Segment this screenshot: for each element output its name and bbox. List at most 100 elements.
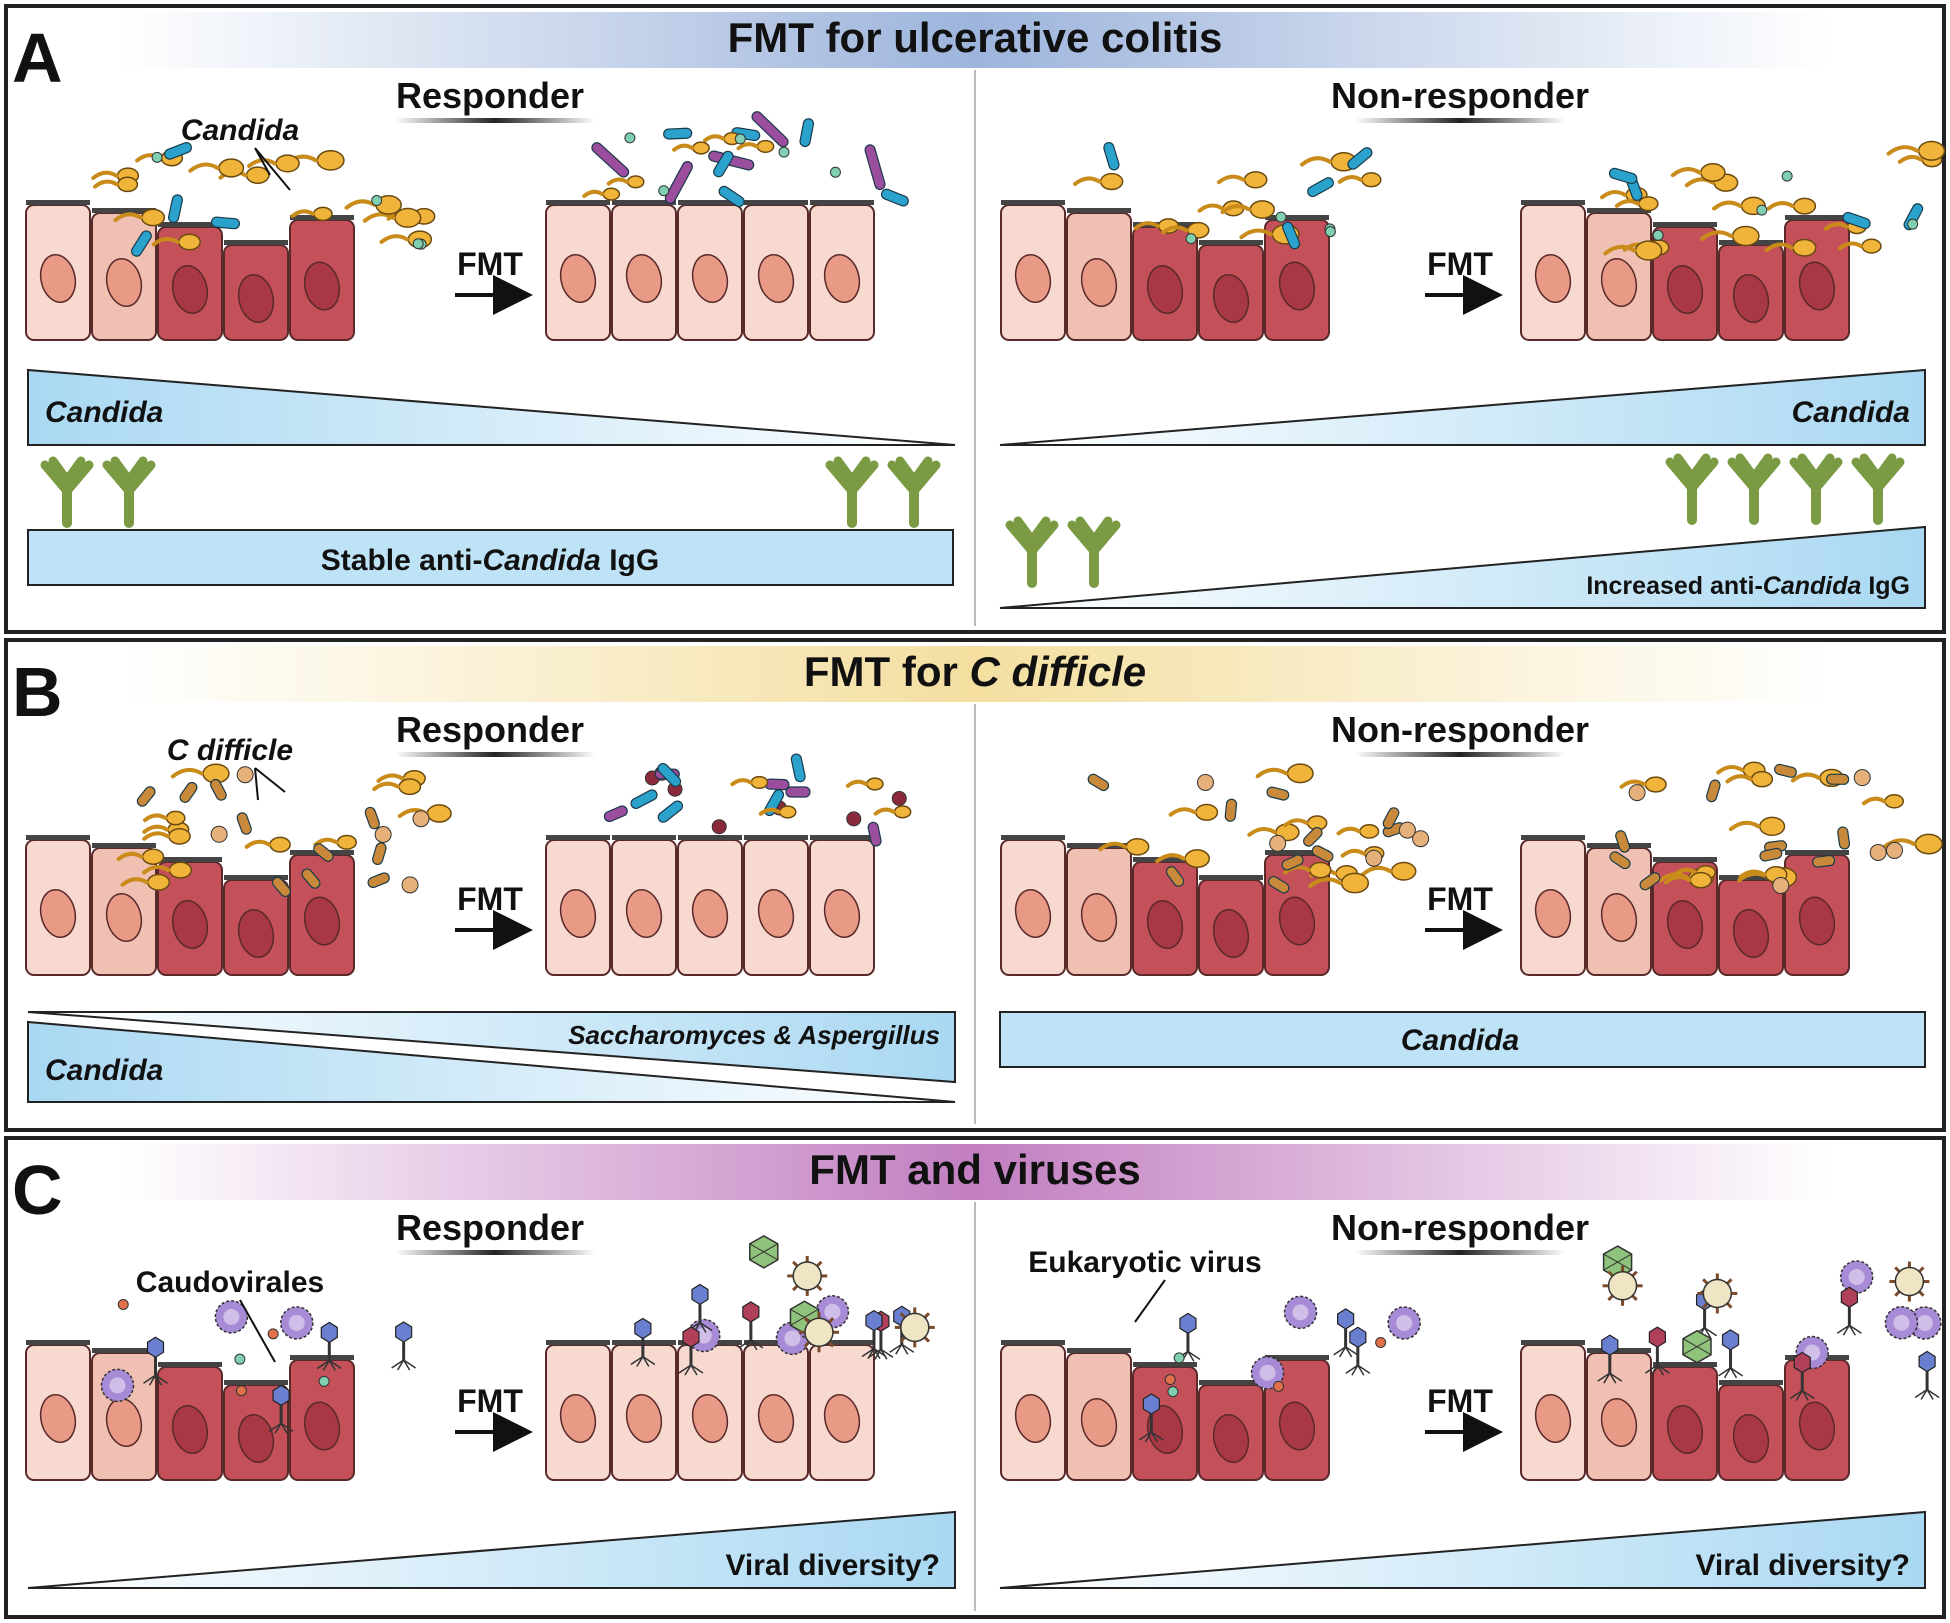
- bacterium: [1774, 763, 1797, 778]
- cell-nucleus: [823, 254, 861, 303]
- cell-nucleus: [303, 261, 341, 311]
- metabolite-dot: [1412, 830, 1430, 848]
- metabolite-dot: [234, 1353, 246, 1365]
- candida-cell: [866, 777, 884, 791]
- cell-nucleus: [1666, 1405, 1704, 1454]
- virus-icon: [214, 1300, 249, 1334]
- brush-border: [1653, 857, 1717, 862]
- panel-a-right-candida-cluster-post: [1600, 140, 1946, 261]
- candida-cell: [269, 836, 291, 853]
- panel-b-right-candida-bar: [999, 1011, 1926, 1068]
- panel-c-right-viral-diversity-label: Viral diversity?: [1695, 1549, 1910, 1582]
- panel-a-left-antibodies-pre: [40, 456, 156, 528]
- candida-hypha: [1716, 765, 1745, 775]
- candida-hypha: [1161, 225, 1189, 235]
- panel-b-left-fmt-label: FMT: [457, 881, 523, 917]
- phage-icon: [1718, 1329, 1743, 1379]
- candida-hypha: [1239, 228, 1273, 240]
- candida-cell: [313, 206, 333, 222]
- candida-hypha: [142, 824, 170, 834]
- antibody-icon: [40, 456, 94, 528]
- brush-border: [1067, 843, 1131, 848]
- cell-nucleus: [823, 889, 861, 938]
- candida-cell: [1750, 770, 1774, 788]
- candida-cell: [1340, 872, 1370, 894]
- candida-hypha: [1197, 203, 1225, 213]
- metabolite-dot: [371, 195, 383, 207]
- bacterium: [236, 812, 252, 835]
- panel-b-letter: B: [12, 653, 63, 731]
- virus-icon: [1682, 1329, 1712, 1364]
- panel-c-right-viral-diversity-wedge: [999, 1510, 1926, 1589]
- panel-b-left-candida-label: Candida: [45, 1054, 163, 1087]
- bacterium: [751, 111, 789, 148]
- candida-hypha: [758, 807, 781, 816]
- brush-border: [1199, 240, 1263, 245]
- panel-b-right-cdiff-cluster-post: [1609, 761, 1943, 894]
- bacterium: [1103, 142, 1120, 171]
- cell-nucleus: [171, 1405, 209, 1454]
- candida-cell: [426, 804, 452, 823]
- candida-hypha: [1168, 807, 1197, 817]
- panel-c-caudovirales-pointer: [239, 1299, 276, 1363]
- cell-nucleus: [1534, 1394, 1572, 1443]
- candida-cell: [168, 827, 191, 845]
- metabolite-dot: [401, 876, 419, 894]
- candida-cell: [1861, 238, 1882, 254]
- cell-nucleus: [237, 909, 275, 958]
- candida-cell: [756, 139, 775, 154]
- candida-hypha: [1220, 204, 1252, 215]
- phage-icon: [1597, 1334, 1623, 1384]
- candida-cell: [1914, 833, 1943, 855]
- candida-cell: [1286, 763, 1314, 784]
- panel-a-candida-label: Candida: [181, 114, 299, 147]
- candida-cell: [893, 805, 912, 819]
- virus-icon: [280, 1306, 314, 1340]
- panel-c: C FMT and viruses Responder Non-responde…: [4, 1136, 1946, 1619]
- panel-b-right-candida-label: Candida: [1401, 1024, 1519, 1057]
- cell-nucleus: [757, 889, 795, 938]
- candida-hypha: [730, 778, 753, 787]
- panel-a-increased-igg-label: Increased anti-Candida IgG: [1586, 572, 1910, 600]
- cell-nucleus: [1080, 258, 1118, 307]
- brush-border: [1653, 222, 1717, 227]
- cell-nucleus: [1080, 1398, 1118, 1447]
- brush-border: [810, 835, 874, 840]
- phage-icon: [630, 1317, 656, 1367]
- brush-border: [1199, 1380, 1263, 1385]
- metabolite-dot: [1164, 1374, 1176, 1386]
- virus-icon: [100, 1368, 135, 1403]
- virus-icon: [1250, 1355, 1285, 1390]
- candida-cell: [1243, 171, 1268, 189]
- candida-cell: [398, 778, 422, 796]
- cell-nucleus: [1732, 1414, 1770, 1463]
- metabolite-dot: [117, 1298, 129, 1310]
- bacterium: [209, 778, 227, 801]
- panel-b-left-candida-wedge: [27, 1020, 956, 1103]
- antibody-icon: [1727, 453, 1781, 525]
- bacterium: [591, 142, 630, 178]
- cell-nucleus: [559, 889, 597, 938]
- panel-b-left-healthy-epithelium: [545, 835, 875, 976]
- panel-c-right-inflamed-epithelium: [1000, 1340, 1330, 1481]
- candida-hypha: [1728, 820, 1761, 832]
- brush-border: [26, 200, 90, 205]
- candida-cell: [1884, 793, 1905, 809]
- panel-a-right-inflamed-epithelium-post: [1520, 200, 1850, 341]
- candida-hypha: [1247, 827, 1277, 837]
- brush-border: [92, 1348, 156, 1353]
- panel-a-increased-igg-wedge: [999, 525, 1926, 609]
- metabolite-dot: [374, 825, 392, 843]
- phage-icon: [1333, 1308, 1359, 1358]
- candida-hypha: [372, 781, 400, 792]
- candida-cell: [141, 208, 166, 227]
- panel-b-nonresponder-label: Non-responder: [1331, 709, 1589, 750]
- brush-border: [224, 240, 288, 245]
- panel-b-left-cdiff-cluster: [116, 763, 452, 898]
- cell-nucleus: [1798, 1401, 1836, 1451]
- candida-cell: [1195, 803, 1219, 821]
- candida-cell: [1634, 240, 1663, 261]
- phage-icon: [1175, 1312, 1201, 1362]
- bacterium: [603, 805, 628, 823]
- panel-a-candida-pointer: [254, 147, 291, 191]
